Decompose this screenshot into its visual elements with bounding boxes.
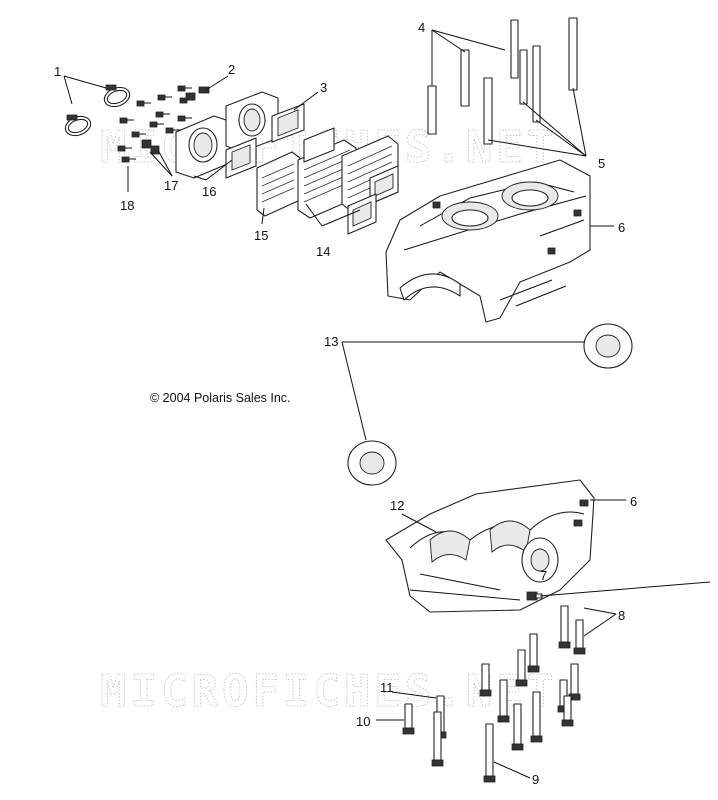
reed-valve-part[interactable]: [297, 127, 399, 235]
callout-labels: 1 2 3 4 5 6 6 7 8 9 10 11 12 13 14 15 16…: [54, 20, 637, 787]
callout-11: 11: [380, 680, 394, 695]
crankcase-bolts-part[interactable]: [402, 605, 586, 783]
callout-12: 12: [390, 498, 404, 513]
watermark-bottom: MICROFICHES.NET: [100, 666, 557, 717]
callout-14: 14: [316, 244, 330, 259]
callout-6-lower: 6: [630, 494, 637, 509]
callout-18: 18: [120, 198, 134, 213]
copyright-text: © 2004 Polaris Sales Inc.: [150, 391, 291, 405]
callout-4: 4: [418, 20, 425, 35]
callout-1: 1: [54, 64, 61, 79]
small-screws-group[interactable]: [117, 85, 210, 163]
lower-crankcase-part[interactable]: [385, 479, 595, 613]
upper-crankcase-part[interactable]: [385, 159, 591, 323]
gasket-part[interactable]: [225, 103, 305, 179]
reed-adapter-part[interactable]: [175, 91, 279, 179]
callout-7: 7: [540, 568, 547, 583]
leader-lines: [63, 29, 711, 779]
callout-16: 16: [202, 184, 216, 199]
callout-15: 15: [254, 228, 268, 243]
callout-9: 9: [532, 772, 539, 787]
crankcase-studs-part[interactable]: [427, 17, 578, 145]
callout-2: 2: [228, 62, 235, 77]
callout-5: 5: [598, 156, 605, 171]
callout-17: 17: [164, 178, 178, 193]
callout-8: 8: [618, 608, 625, 623]
callout-10: 10: [356, 714, 370, 729]
callout-6-upper: 6: [618, 220, 625, 235]
callout-13: 13: [324, 334, 338, 349]
callout-3: 3: [320, 80, 327, 95]
crankshaft-seal-part[interactable]: [347, 323, 633, 486]
